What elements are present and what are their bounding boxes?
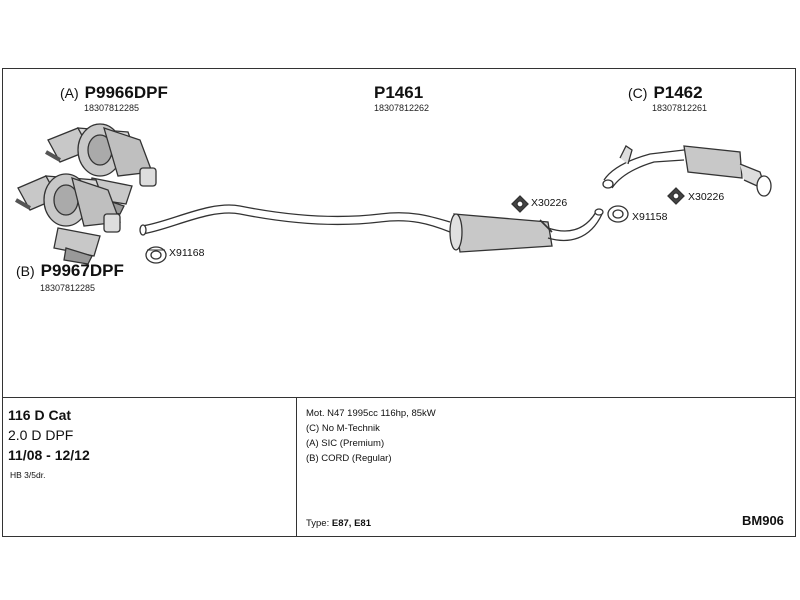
clamp-x30226-rear-label: X30226: [688, 191, 725, 203]
clamp-x91158-icon: [607, 205, 629, 223]
type-row: Type: E87, E81: [306, 519, 371, 529]
part-c-prefix: (C): [628, 85, 648, 101]
vehicle-years: 11/08 - 12/12: [8, 447, 90, 463]
part-b-label: (B) P9967DPF: [16, 262, 124, 279]
part-c-code: P1462: [653, 83, 703, 102]
part-a-prefix: (A): [60, 85, 79, 101]
part-a-label: (A) P9966DPF: [60, 84, 168, 101]
clamp-x91158-label: X91158: [632, 211, 668, 223]
vehicle-model: 116 D Cat: [8, 407, 72, 423]
part-middle-number: 18307812262: [374, 103, 430, 113]
catalog-code: BM906: [742, 513, 784, 528]
part-middle-code: P1461: [374, 83, 424, 102]
clamp-x91168-label: X91168: [169, 247, 205, 259]
dpf-a-illustration: [45, 123, 157, 215]
middle-pipe-illustration: [139, 204, 604, 253]
dpf-b-illustration: [15, 173, 121, 265]
vehicle-body: HB 3/5dr.: [10, 470, 46, 480]
type-value: E87, E81: [331, 518, 371, 529]
spec-line-3: (A) SIC (Premium): [306, 438, 385, 449]
spec-line-1: Mot. N47 1995cc 116hp, 85kW: [306, 408, 436, 419]
part-c-label: (C) P1462: [628, 84, 703, 101]
part-a-number: 18307812285: [84, 103, 140, 113]
rear-silencer-illustration: [602, 145, 772, 197]
info-divider-horizontal: [2, 397, 796, 398]
part-c-number: 18307812261: [652, 103, 708, 113]
part-a-code: P9966DPF: [84, 83, 168, 102]
part-b-number: 18307812285: [40, 283, 96, 293]
diagram-frame: [2, 68, 796, 537]
spec-line-4: (B) CORD (Regular): [306, 453, 392, 464]
vehicle-engine: 2.0 D DPF: [8, 427, 74, 443]
clamp-x30226-mid-label: X30226: [531, 197, 568, 209]
info-divider-vertical: [296, 397, 297, 537]
spec-line-2: (C) No M-Technik: [306, 423, 380, 434]
clamp-x91168-icon: [145, 246, 167, 264]
clamp-x30226-rear-icon: [667, 187, 685, 205]
part-b-code: P9967DPF: [40, 261, 124, 280]
type-label: Type:: [306, 518, 330, 529]
clamp-x30226-mid-icon: [511, 195, 529, 213]
part-b-prefix: (B): [16, 263, 35, 279]
